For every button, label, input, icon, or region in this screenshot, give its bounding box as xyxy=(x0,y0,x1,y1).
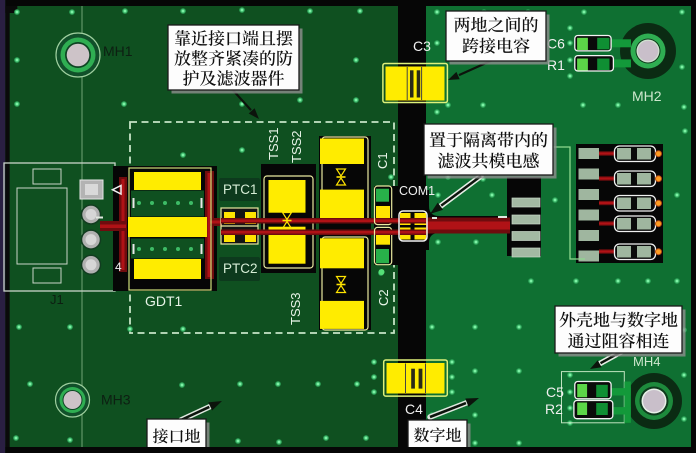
svg-text:C6: C6 xyxy=(547,36,565,52)
svg-text:MH1: MH1 xyxy=(103,43,133,59)
svg-text:C1: C1 xyxy=(375,152,390,169)
svg-text:C2: C2 xyxy=(376,289,391,306)
svg-text:COM1: COM1 xyxy=(399,184,435,198)
svg-text:MH2: MH2 xyxy=(632,88,662,104)
svg-text:J1: J1 xyxy=(50,292,64,307)
svg-text:C3: C3 xyxy=(413,38,431,54)
svg-text:C4: C4 xyxy=(405,401,423,417)
svg-text:MH4: MH4 xyxy=(633,354,660,369)
svg-text:GDT1: GDT1 xyxy=(145,293,183,309)
svg-text:TSS1: TSS1 xyxy=(266,127,281,160)
svg-text:PTC2: PTC2 xyxy=(223,261,258,276)
svg-text:C5: C5 xyxy=(546,384,564,400)
svg-text:R1: R1 xyxy=(547,57,565,73)
svg-text:4: 4 xyxy=(115,260,122,274)
svg-text:MH3: MH3 xyxy=(101,392,131,408)
svg-text:TSS3: TSS3 xyxy=(288,292,303,325)
svg-text:R2: R2 xyxy=(545,401,563,417)
svg-text:PTC1: PTC1 xyxy=(223,182,258,197)
svg-text:TSS2: TSS2 xyxy=(289,130,304,163)
